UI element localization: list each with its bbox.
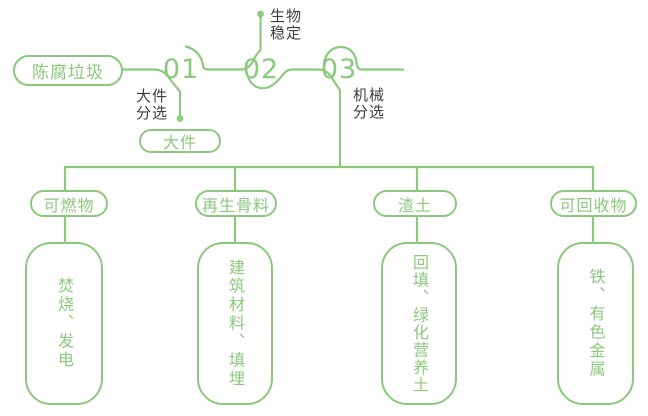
node-recyclables-label: 可回收物 xyxy=(559,195,628,215)
step-label-mechanical-sorting: 机械 分选 xyxy=(353,86,386,121)
edge-01-to-02 xyxy=(184,45,242,71)
node-bulky-output-label: 大件 xyxy=(162,133,197,152)
box-incineration-power: 焚烧、发电 xyxy=(25,242,103,405)
step-number-01: 01 xyxy=(162,54,200,85)
bio-dot xyxy=(257,10,264,18)
bulky-dot xyxy=(176,115,184,122)
distribution-bus xyxy=(63,165,595,192)
edge-03-exit xyxy=(322,45,405,71)
step-label-bio-stabilization: 生物 稳定 xyxy=(270,7,303,42)
edge-02-to-03 xyxy=(247,68,320,90)
box-backfill-nutrient-soil-text: 回填、绿化营养土 xyxy=(410,253,429,394)
node-slag-soil: 渣土 xyxy=(373,190,457,217)
box-backfill-nutrient-soil: 回填、绿化营养土 xyxy=(381,242,457,405)
edge-source-to-01 xyxy=(121,68,182,117)
box-incineration-power-text: 焚烧、发电 xyxy=(55,277,74,370)
node-combustibles: 可燃物 xyxy=(30,190,108,217)
edge-02-up xyxy=(238,15,262,71)
node-recyclables: 可回收物 xyxy=(550,190,637,217)
node-recycled-aggregate-label: 再生骨料 xyxy=(201,195,270,215)
box-construction-landfill: 建筑材料、填埋 xyxy=(197,242,273,405)
step-number-03: 03 xyxy=(320,54,358,85)
node-bulky-output: 大件 xyxy=(139,129,221,153)
node-source: 陈腐垃圾 xyxy=(13,55,123,86)
step-number-02: 02 xyxy=(242,54,280,85)
edge-03-down xyxy=(316,68,342,168)
step-label-bulky-sorting: 大件 分选 xyxy=(136,87,169,122)
node-slag-soil-label: 渣土 xyxy=(397,195,432,215)
node-recycled-aggregate: 再生骨料 xyxy=(195,190,277,217)
box-construction-landfill-text: 建筑材料、填埋 xyxy=(226,258,245,389)
box-metals: 铁、有色金属 xyxy=(557,242,634,405)
node-combustibles-label: 可燃物 xyxy=(43,195,95,215)
node-source-label: 陈腐垃圾 xyxy=(32,63,104,83)
box-metals-text: 铁、有色金属 xyxy=(586,268,606,379)
